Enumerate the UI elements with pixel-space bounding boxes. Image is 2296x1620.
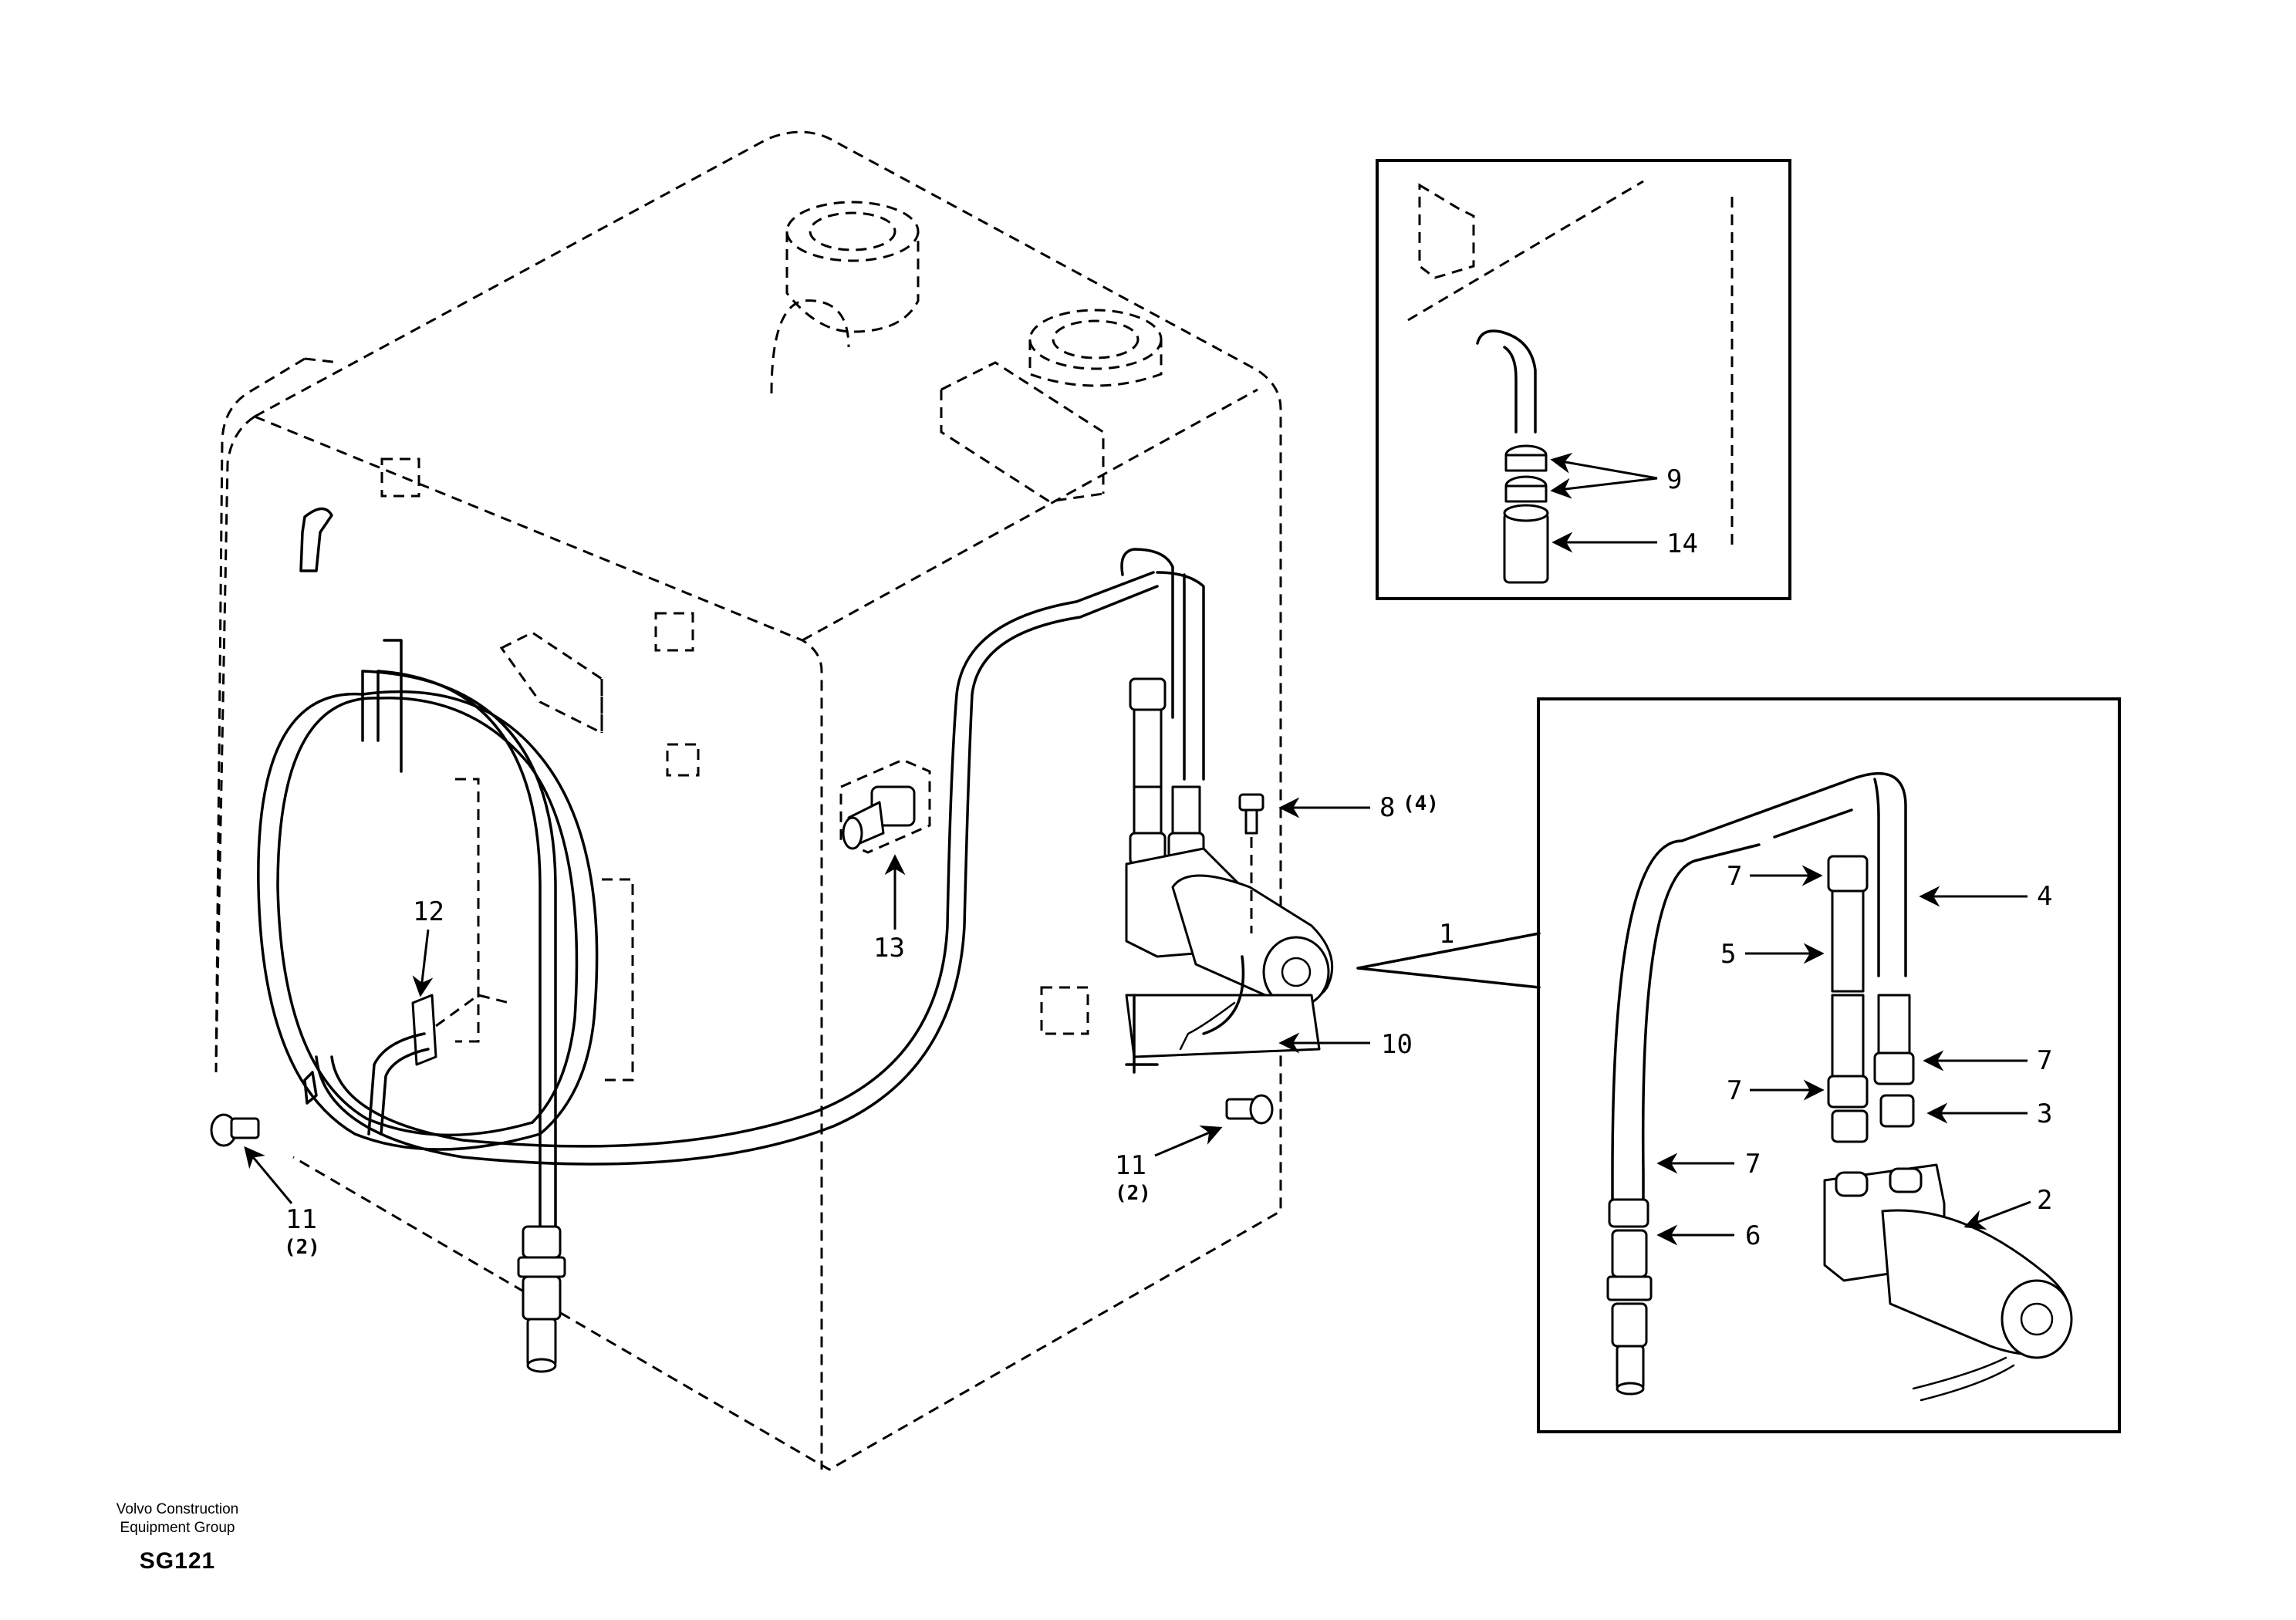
bolt-right	[1225, 1094, 1274, 1125]
callout-11-right-qty: (2)	[1115, 1182, 1151, 1205]
callout-11-left: 11	[285, 1204, 317, 1235]
callout-13: 13	[873, 933, 905, 964]
bolt-left	[210, 1113, 260, 1147]
hose-coil	[257, 571, 1159, 1373]
callout-8-qty: (4)	[1403, 792, 1439, 815]
callout-4: 4	[2037, 881, 2052, 912]
screw	[1238, 793, 1264, 933]
inset-filter-detail	[1376, 159, 1791, 600]
callout-14: 14	[1666, 528, 1698, 559]
callout-10: 10	[1381, 1029, 1413, 1060]
hose-clip	[303, 994, 510, 1136]
callout-7b: 7	[2037, 1045, 2052, 1076]
callout-5: 5	[1720, 939, 1736, 970]
drawing-code: SG121	[139, 1548, 216, 1574]
callout-12: 12	[413, 896, 444, 927]
company-name-line1: Volvo Construction	[116, 1501, 239, 1517]
callout-7d: 7	[1745, 1149, 1761, 1180]
footer-block: Volvo Construction Equipment Group SG121	[93, 1500, 262, 1574]
callout-3: 3	[2037, 1099, 2052, 1129]
callout-7c: 7	[1727, 1075, 1742, 1106]
pump-assembly	[1120, 548, 1334, 1074]
callouts: 1 2 3 4 5 6 7 7 7 7 8 (4) 9	[244, 452, 2052, 1259]
inset-pump-detail	[1356, 697, 2121, 1433]
callout-9: 9	[1666, 464, 1682, 495]
callout-8: 8	[1379, 792, 1395, 823]
callout-2: 2	[2037, 1185, 2052, 1216]
callout-1: 1	[1439, 919, 1454, 950]
callout-11-right: 11	[1115, 1150, 1146, 1181]
callout-7a: 7	[1727, 861, 1742, 892]
fuel-tank-outline	[214, 130, 1282, 1471]
callout-6: 6	[1745, 1220, 1761, 1251]
callout-11-left-qty: (2)	[284, 1236, 320, 1259]
toggle-switch	[839, 758, 931, 854]
company-name-line2: Equipment Group	[120, 1520, 235, 1536]
